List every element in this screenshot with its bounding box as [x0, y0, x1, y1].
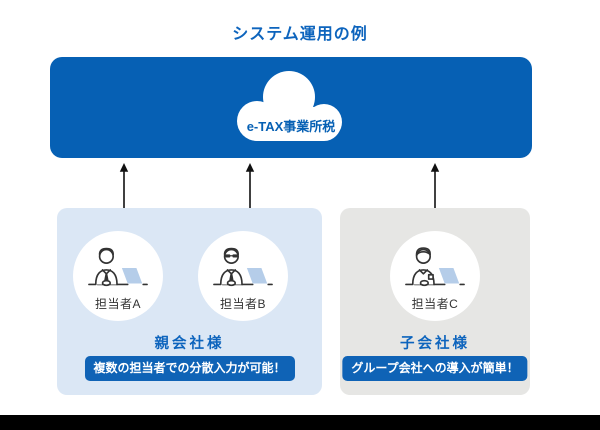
- member-label-b: 担当者B: [219, 297, 266, 311]
- parent-company-label: 親会社様: [154, 336, 225, 352]
- member-circle-a: 担当者A: [73, 231, 163, 321]
- parent-company-box: 担当者A: [57, 208, 322, 395]
- cloud-shape: e-TAX事業所税: [229, 69, 353, 147]
- subsidiary-company-label: 子会社様: [400, 336, 470, 352]
- subsidiary-company-box: 担当者C 子会社様 グループ会社への導入が簡単！: [340, 208, 530, 395]
- parent-company-badge: 複数の担当者での分散入力が可能！: [84, 356, 295, 381]
- member-label-c: 担当者C: [411, 297, 459, 311]
- member-circle-c: 担当者C: [390, 231, 480, 321]
- cloud-service-label: e-TAX事業所税: [246, 119, 336, 134]
- footer-bar: [0, 415, 600, 430]
- member-label-a: 担当者A: [94, 297, 141, 311]
- page-title: システム運用の例: [232, 26, 368, 43]
- etax-cloud-banner: e-TAX事業所税: [50, 57, 532, 158]
- subsidiary-company-badge: グループ会社への導入が簡単！: [342, 356, 528, 381]
- member-circle-b: 担当者B: [198, 231, 288, 321]
